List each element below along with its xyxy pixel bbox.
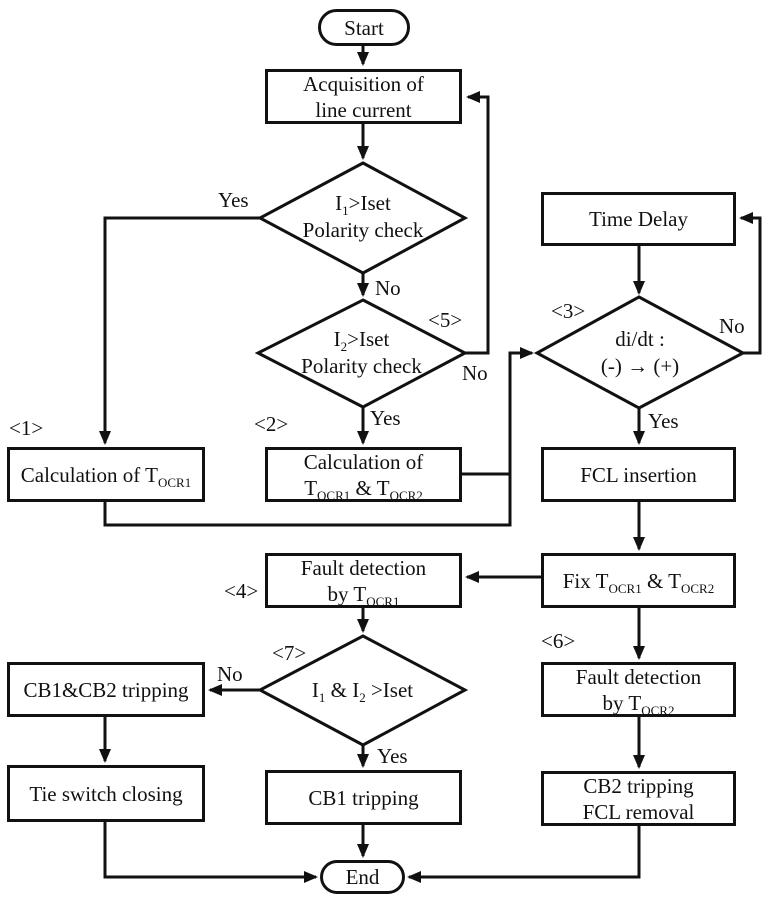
process-cb2-tripping-fcl-removal: CB2 tripping FCL removal (541, 771, 736, 826)
branch-label-d1-no: No (375, 276, 401, 300)
edge-d2-no-acquisition (465, 91, 490, 355)
edge-d1-yes-calc1 (99, 216, 260, 445)
process-fault-detection-tocr2: Fault detection by TOCR2 (541, 662, 736, 717)
edge-d3-no-timedelay (739, 212, 762, 355)
branch-label-d3-no: No (719, 314, 745, 338)
branch-label-d1-yes: Yes (218, 188, 249, 212)
start-terminal: Start (318, 9, 410, 46)
decision-d7-text: I1 & I2 >Iset (311, 678, 414, 706)
edge-tie-end (103, 822, 318, 883)
branch-label-d2-no: No (462, 361, 488, 385)
step-tag-3: <3> (551, 299, 586, 323)
process-calc-tocr1-tocr2: Calculation of TOCR1 & TOCR2 (265, 447, 462, 502)
edge-cb2-end (407, 826, 641, 883)
step-tag-2: <2> (254, 412, 289, 436)
process-fault-detection-tocr1: Fault detection by TOCR1 (265, 553, 462, 608)
end-label: End (345, 865, 380, 889)
decision-d3-shape (533, 295, 747, 410)
decision-d2-text: I2>Iset Polarity check (301, 327, 422, 378)
decision-d1-text: I1>Iset Polarity check (302, 191, 424, 242)
decision-d2-shape (254, 298, 469, 409)
branch-label-d7-no: No (217, 662, 243, 686)
process-tie-switch-closing: Tie switch closing (7, 765, 205, 822)
process-cb1-tripping: CB1 tripping (265, 770, 462, 825)
step-tag-4: <4> (224, 579, 259, 603)
decision-d7-shape (256, 634, 469, 747)
decision-d1-shape (256, 161, 469, 275)
step-tag-1: <1> (9, 416, 44, 440)
process-cb1-cb2-tripping: CB1&CB2 tripping (7, 662, 205, 717)
process-fix-tocr: Fix TOCR1 & TOCR2 (541, 553, 736, 608)
end-terminal: End (320, 860, 405, 894)
process-calc-tocr1: Calculation of TOCR1 (7, 447, 205, 502)
process-acquisition: Acquisition of line current (265, 69, 462, 124)
branch-label-d7-yes: Yes (377, 744, 408, 768)
step-tag-7: <7> (272, 641, 307, 665)
process-time-delay: Time Delay (541, 192, 736, 246)
step-tag-5: <5> (428, 308, 463, 332)
decision-d3-text: di/dt : (-) → (+) (600, 327, 680, 378)
start-label: Start (344, 15, 384, 40)
step-tag-6: <6> (541, 629, 576, 653)
process-fcl-insertion: FCL insertion (541, 447, 736, 502)
edge-calc1-merge-d3 (103, 347, 534, 527)
branch-label-d2-yes: Yes (370, 406, 401, 430)
branch-label-d3-yes: Yes (648, 409, 679, 433)
